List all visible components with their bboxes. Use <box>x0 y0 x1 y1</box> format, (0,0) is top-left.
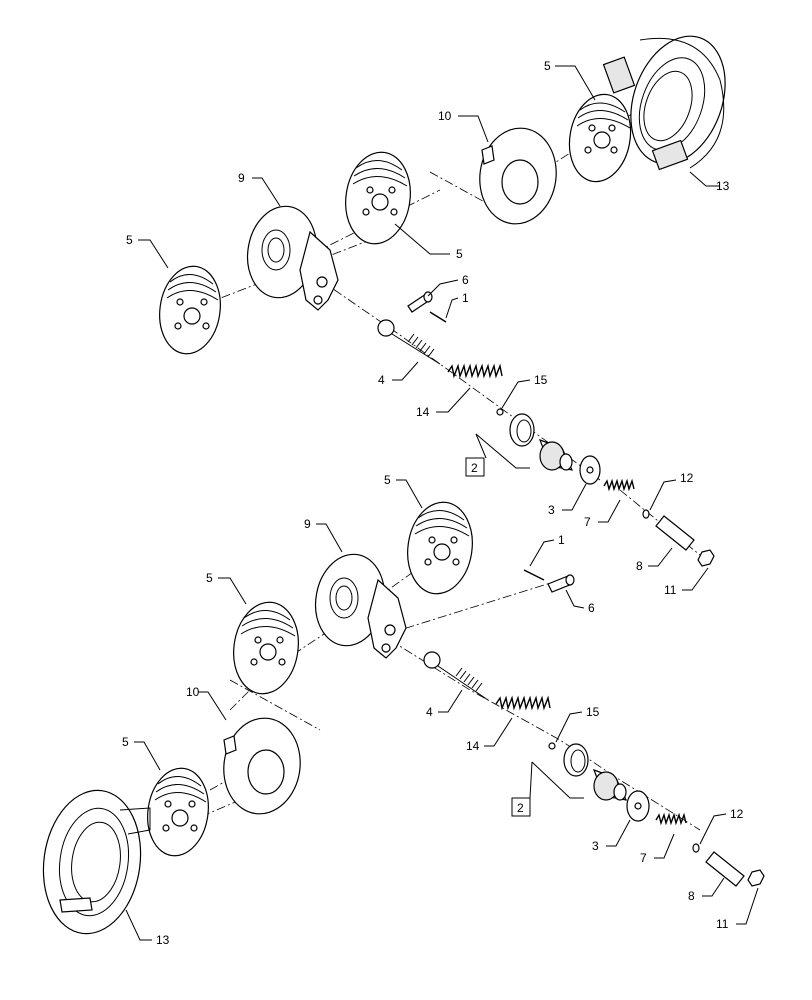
upper-callout-7: 7 <box>584 515 591 529</box>
lower-callout-2-box <box>511 797 531 817</box>
lower-leader-lines <box>125 479 759 941</box>
upper-callout-6: 6 <box>462 273 469 287</box>
lower-friction-disc-5c <box>147 767 209 857</box>
lower-callout-14: 14 <box>466 739 480 753</box>
upper-kit-2 <box>509 413 574 471</box>
lower-callout-4: 4 <box>426 705 433 719</box>
upper-housing-13 <box>602 35 726 171</box>
lower-callout-12: 12 <box>730 807 744 821</box>
lower-pin-6 <box>547 574 575 593</box>
lower-callout-2: 2 <box>517 801 524 815</box>
upper-friction-disc-5c <box>568 93 632 183</box>
upper-spring-7 <box>603 478 635 492</box>
upper-caliper-9 <box>246 205 339 311</box>
lower-callout-15: 15 <box>586 705 600 719</box>
lower-callout-13: 13 <box>156 933 170 947</box>
lower-washer-15 <box>548 742 556 750</box>
lower-kit-2 <box>563 743 628 801</box>
lower-callout-10: 10 <box>186 685 200 699</box>
lower-friction-disc-5a <box>407 501 473 595</box>
lower-callout-6: 6 <box>588 601 595 615</box>
lower-callout-5-bottom: 5 <box>122 735 129 749</box>
lower-callout-11: 11 <box>716 917 729 931</box>
upper-callout-4: 4 <box>378 373 385 387</box>
lower-callout-5-mid: 5 <box>206 571 213 585</box>
upper-callout-8: 8 <box>636 559 643 573</box>
lower-rod-4 <box>423 651 489 701</box>
upper-callout-11: 11 <box>664 583 677 597</box>
upper-callout-5-right: 5 <box>544 59 551 73</box>
upper-rod-4 <box>377 319 441 365</box>
lower-callout-2-bracket <box>529 761 533 799</box>
upper-callout-14: 14 <box>416 405 430 419</box>
upper-callout-5-left: 5 <box>126 233 133 247</box>
upper-plate-10 <box>479 127 557 225</box>
lower-washer-3 <box>626 790 650 822</box>
upper-washer-15 <box>496 408 504 416</box>
lower-clip-12 <box>692 843 700 853</box>
upper-callout-2-box <box>465 457 485 477</box>
lower-callout-7: 7 <box>640 851 647 865</box>
upper-sleeve-8 <box>655 515 695 551</box>
upper-callout-13: 13 <box>716 179 730 193</box>
upper-callout-10: 10 <box>438 109 452 123</box>
lower-plate-10 <box>223 717 301 815</box>
lower-sleeve-8 <box>705 851 745 887</box>
lower-nut-11 <box>747 869 765 887</box>
upper-pin-6 <box>407 291 433 313</box>
upper-callout-9: 9 <box>238 171 245 185</box>
upper-clip-12 <box>642 509 650 519</box>
upper-callout-5-mid: 5 <box>456 247 463 261</box>
upper-callout-12: 12 <box>680 471 694 485</box>
upper-callout-2: 2 <box>471 461 478 475</box>
upper-callout-3: 3 <box>548 503 555 517</box>
lower-callout-1: 1 <box>558 533 565 547</box>
lower-callout-3: 3 <box>592 839 599 853</box>
lower-spring-14 <box>495 695 551 711</box>
upper-callout-1: 1 <box>462 291 469 305</box>
upper-callout-2-bracket <box>475 433 487 459</box>
upper-leader-lines <box>138 65 720 591</box>
upper-nut-11 <box>697 549 715 567</box>
lower-housing-13 <box>42 789 151 935</box>
upper-friction-disc-5a <box>159 265 221 355</box>
upper-spring-14 <box>447 363 503 379</box>
upper-friction-disc-5b <box>345 151 411 245</box>
upper-cotter-pin-1 <box>429 311 447 323</box>
upper-washer-3 <box>579 455 601 485</box>
lower-cotter-pin-1 <box>523 569 545 581</box>
lower-assembly: 5 9 5 10 5 13 1 6 4 14 15 2 3 7 12 8 11 <box>42 473 765 947</box>
lower-callout-8: 8 <box>688 889 695 903</box>
lower-spring-7 <box>655 812 687 826</box>
lower-callout-5-top: 5 <box>384 473 391 487</box>
upper-callout-15: 15 <box>534 373 548 387</box>
upper-assembly: 5 10 9 5 5 13 6 1 4 14 15 2 3 7 12 8 11 <box>126 35 730 597</box>
lower-callout-9: 9 <box>304 517 311 531</box>
lower-caliper-9 <box>314 553 407 659</box>
lower-friction-disc-5b <box>233 601 299 695</box>
